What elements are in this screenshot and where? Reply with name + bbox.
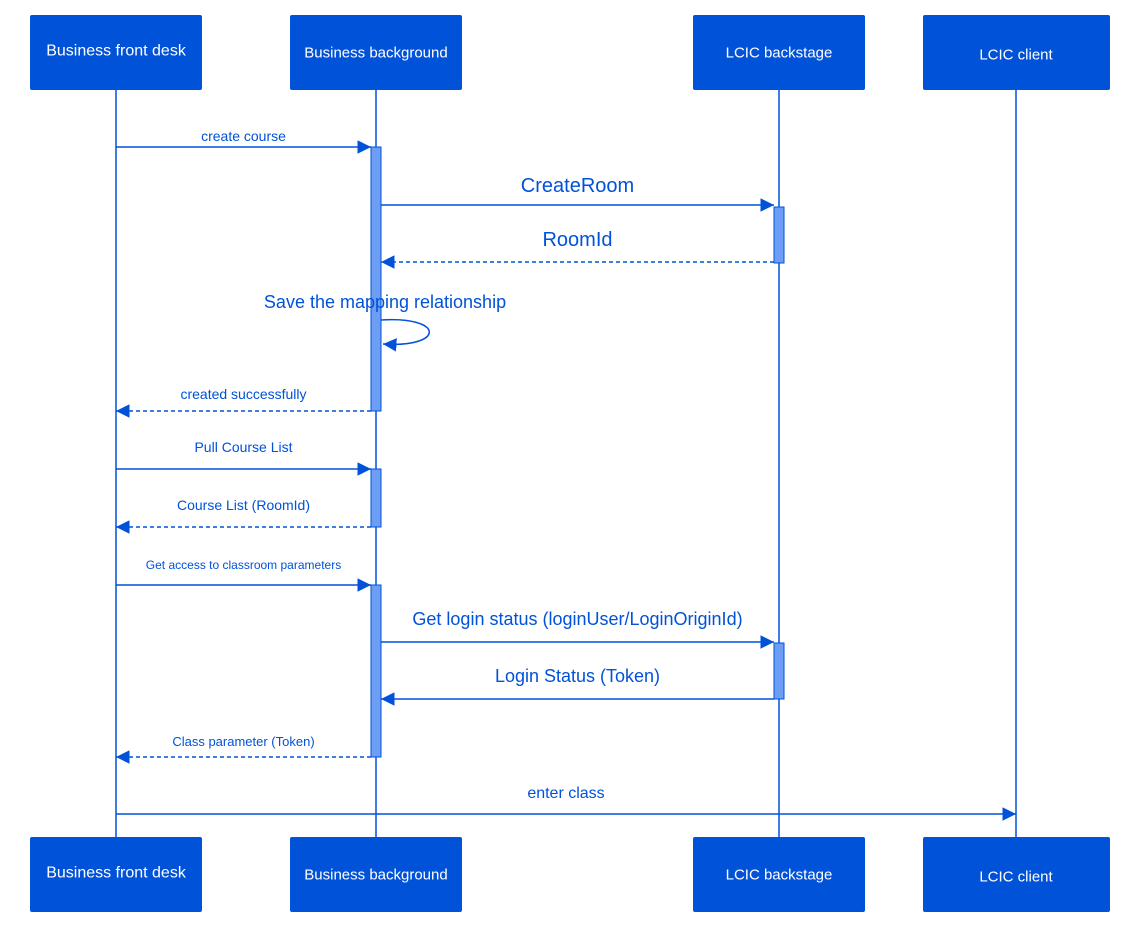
actor-label: LCIC backstage <box>726 866 833 883</box>
message-arrow <box>380 318 430 352</box>
activation-bars <box>370 146 785 758</box>
actor-box <box>923 15 1110 90</box>
message-label: Class parameter (Token) <box>172 734 314 749</box>
message-label: Get access to classroom parameters <box>146 558 341 572</box>
actor-label: Business background <box>304 44 447 61</box>
message-course-list: Course List (RoomId) <box>116 497 371 534</box>
actor-box <box>30 15 202 90</box>
activation-backstage-2 <box>773 642 785 700</box>
actor-backstage-top: LCIC backstage <box>693 15 865 90</box>
actor-front-bottom: Business front desk <box>30 837 202 912</box>
actor-box <box>693 15 865 90</box>
message-create-room: CreateRoom <box>381 175 774 212</box>
message-room-id: RoomId <box>381 229 774 269</box>
message-create-course: create course <box>116 128 371 154</box>
message-label: created successfully <box>180 386 306 402</box>
message-login-status: Login Status (Token) <box>381 666 774 706</box>
message-enter-class: enter class <box>116 785 1016 821</box>
message-class-parameter: Class parameter (Token) <box>116 734 371 764</box>
actor-background-bottom: Business background <box>290 837 462 912</box>
activation-background-1 <box>370 146 382 412</box>
message-label: create course <box>201 128 286 144</box>
actor-box <box>290 15 462 90</box>
message-created-successfully: created successfully <box>116 386 371 418</box>
actor-client-bottom: LCIC client <box>923 837 1110 912</box>
message-label: Save the mapping relationship <box>264 292 506 312</box>
actor-label: LCIC client <box>979 868 1053 885</box>
actor-box <box>30 837 202 912</box>
actors-top: Business front desk Business background LC… <box>30 15 1110 90</box>
actor-label: Business front desk <box>46 865 187 882</box>
message-save-mapping: Save the mapping relationship <box>264 292 506 352</box>
message-label: RoomId <box>542 229 612 251</box>
actor-label: LCIC backstage <box>726 44 833 61</box>
message-pull-course-list: Pull Course List <box>116 439 371 476</box>
message-label: enter class <box>527 785 604 802</box>
actor-box <box>693 837 865 912</box>
actor-client-top: LCIC client <box>923 15 1110 90</box>
actor-box <box>290 837 462 912</box>
actor-label: LCIC client <box>979 46 1053 63</box>
lifelines <box>115 90 1017 837</box>
message-label: Login Status (Token) <box>495 666 660 686</box>
actor-label: Business background <box>304 866 447 883</box>
message-label: Pull Course List <box>194 439 292 455</box>
message-label: Get login status (loginUser/LoginOriginI… <box>412 609 742 629</box>
actors-bottom: Business front desk Business background LC… <box>30 837 1110 912</box>
actor-background-top: Business background <box>290 15 462 90</box>
activation-backstage-1 <box>773 206 785 264</box>
message-label: Course List (RoomId) <box>177 497 310 513</box>
actor-front-top: Business front desk <box>30 15 202 90</box>
actor-label: Business front desk <box>46 43 187 60</box>
message-get-classroom-params: Get access to classroom parameters <box>116 558 371 592</box>
message-get-login-status: Get login status (loginUser/LoginOriginI… <box>381 609 774 649</box>
activation-background-3 <box>370 584 382 758</box>
message-label: CreateRoom <box>521 175 634 197</box>
actor-backstage-bottom: LCIC backstage <box>693 837 865 912</box>
activation-background-2 <box>370 468 382 528</box>
actor-box <box>923 837 1110 912</box>
